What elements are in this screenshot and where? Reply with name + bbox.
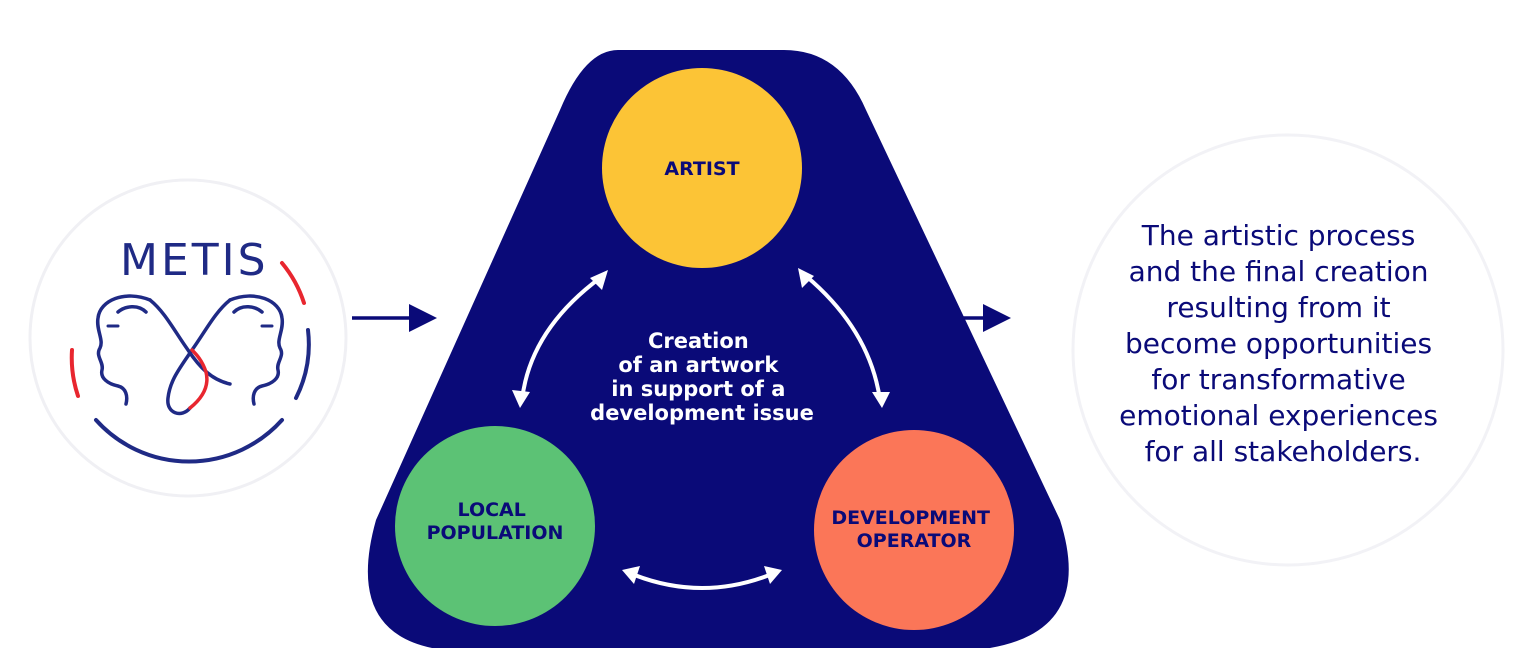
outcome-line-6: emotional experiences	[1119, 399, 1438, 432]
arrow-local-operator-head-right	[764, 566, 782, 584]
arrow-artist-local-head-top	[590, 270, 608, 290]
metis-logo: METIS	[69, 235, 311, 464]
local-population-circle	[395, 426, 595, 626]
center-line-3: in support of a	[611, 377, 785, 401]
center-line-4: development issue	[590, 401, 814, 425]
logo-left-face	[95, 294, 152, 406]
logo-right-face	[228, 294, 285, 406]
local-population-line-1: LOCAL	[458, 499, 526, 521]
outcome-line-1: The artistic process	[1141, 219, 1416, 252]
logo-arc-right-blue	[294, 328, 311, 400]
arrow-local-operator-head-left	[622, 566, 640, 584]
logo-infinity-red	[188, 348, 209, 410]
logo-arc-left-red	[69, 348, 80, 398]
center-text: Creation of an artwork in support of a d…	[590, 329, 814, 425]
link-arrows	[512, 268, 890, 590]
outcome-line-2: and the final creation	[1129, 255, 1429, 288]
development-operator-circle	[814, 430, 1014, 630]
arrow-artist-operator-head-top	[798, 268, 814, 288]
logo-arc-bottom-blue	[94, 418, 284, 464]
logo-wordmark: METIS	[120, 235, 269, 286]
outcome-line-5: for transformative	[1151, 363, 1405, 396]
arrow-artist-local-head-bottom	[512, 390, 530, 408]
center-line-2: of an artwork	[618, 353, 779, 377]
outcome-halo	[1071, 133, 1505, 567]
logo-infinity-blue	[148, 298, 232, 386]
development-operator-line-1: DEVELOPMENT	[831, 507, 990, 529]
development-operator-line-2: OPERATOR	[857, 530, 972, 552]
artist-label: ARTIST	[664, 158, 739, 180]
arrow-artist-local	[520, 276, 602, 401]
local-population-line-2: POPULATION	[427, 522, 564, 544]
outcome-line-7: for all stakeholders.	[1145, 435, 1422, 468]
artist-circle	[602, 68, 802, 268]
logo-arc-top-red	[280, 261, 306, 305]
local-population-label: LOCAL POPULATION	[427, 499, 564, 544]
center-line-1: Creation	[648, 329, 749, 353]
outcome-line-4: become opportunities	[1125, 327, 1432, 360]
arrow-artist-operator-head-bottom	[872, 392, 890, 408]
outcome-text: The artistic process and the final creat…	[1119, 219, 1447, 468]
outcome-line-3: resulting from it	[1166, 291, 1390, 324]
logo-halo	[28, 178, 348, 498]
arrow-artist-operator	[804, 274, 882, 401]
logo-infinity-blue-2	[166, 298, 232, 416]
arrow-local-operator	[631, 572, 773, 590]
development-operator-label: DEVELOPMENT OPERATOR	[831, 507, 996, 552]
